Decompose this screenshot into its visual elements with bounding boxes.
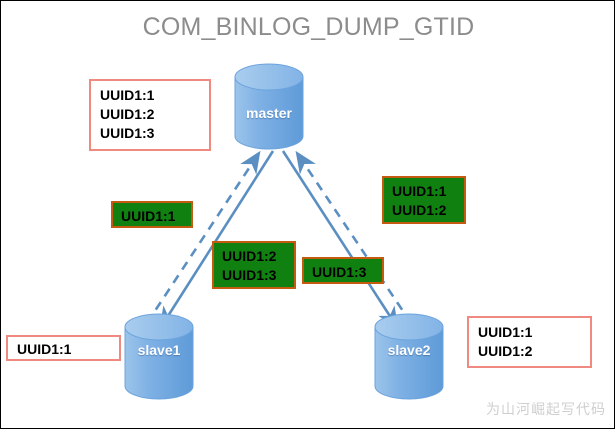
edge-slave2-to-master <box>295 150 413 324</box>
edge-slave1-to-master <box>145 150 261 324</box>
note-master-to-slave2-payload: UUID1:3 <box>302 257 384 284</box>
note-master-to-slave1-payload: UUID1:2 UUID1:3 <box>212 241 296 289</box>
note-line: UUID1:2 <box>222 248 277 264</box>
note-line: UUID1:1 <box>100 87 155 103</box>
note-slave1-request: UUID1:1 <box>111 201 193 228</box>
note-line: UUID1:1 <box>121 208 176 224</box>
note-master-gtid-set: UUID1:1 UUID1:2 UUID1:3 <box>89 79 211 151</box>
node-slave2-cylinder[interactable] <box>374 313 444 400</box>
note-line: UUID1:3 <box>312 264 367 280</box>
page-title: COM_BINLOG_DUMP_GTID <box>142 13 475 41</box>
node-slave1-cylinder[interactable] <box>124 313 194 400</box>
note-line: UUID1:2 <box>100 106 155 122</box>
note-line: UUID1:1 <box>392 183 447 199</box>
note-line: UUID1:1 <box>17 341 72 357</box>
note-line: UUID1:2 <box>478 343 533 359</box>
note-line: UUID1:3 <box>222 267 277 283</box>
node-master-cylinder[interactable] <box>234 63 304 150</box>
edge-master-to-slave1 <box>159 150 275 330</box>
note-slave2-request: UUID1:1 UUID1:2 <box>382 176 466 224</box>
note-line: UUID1:1 <box>478 324 533 340</box>
note-slave1-gtid-set: UUID1:1 <box>6 335 121 361</box>
edge-master-to-slave2 <box>281 150 399 330</box>
note-line: UUID1:2 <box>392 202 447 218</box>
watermark-text: 为山河崛起写代码 <box>486 402 606 418</box>
note-line: UUID1:3 <box>100 125 155 141</box>
note-slave2-gtid-set: UUID1:1 UUID1:2 <box>467 316 592 368</box>
